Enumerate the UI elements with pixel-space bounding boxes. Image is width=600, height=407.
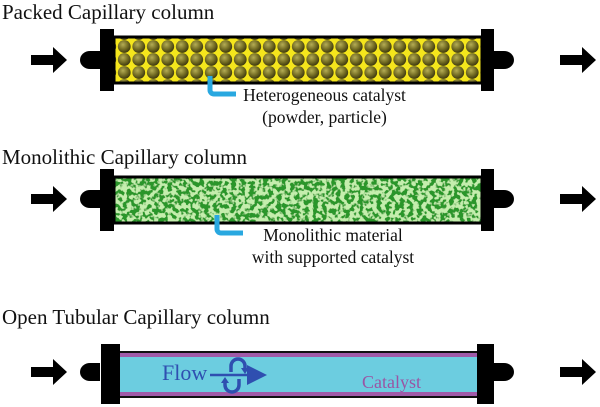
mixing-loop-icon — [229, 357, 247, 372]
open-tubular-column-title: Open Tubular Capillary column — [2, 305, 270, 329]
outlet-arrow-icon — [560, 47, 596, 73]
outlet-arrow-icon — [560, 359, 596, 385]
mixing-loop-icon — [223, 379, 241, 394]
monolith-callout-line2: with supported catalyst — [251, 247, 415, 267]
callout-pointer — [207, 76, 236, 97]
inlet-arrow-icon — [31, 359, 67, 385]
monolith-tube — [114, 177, 482, 223]
inlet-end-cap — [100, 29, 114, 91]
packed-column — [31, 29, 596, 97]
inlet-arrow-icon — [31, 47, 67, 73]
inlet-fitting — [80, 190, 100, 208]
tube-lumen — [120, 357, 477, 392]
outlet-end-cap — [481, 169, 494, 231]
monolithic-column-title: Monolithic Capillary column — [2, 145, 247, 169]
inlet-end-cap — [100, 169, 114, 231]
outlet-fitting — [494, 363, 514, 381]
outlet-fitting — [494, 190, 514, 208]
outlet-fitting — [494, 51, 514, 69]
packed-callout-line2: (powder, particle) — [262, 107, 387, 127]
inlet-fitting — [80, 363, 100, 381]
packed-column-title: Packed Capillary column — [2, 0, 215, 24]
callout-pointer — [214, 215, 243, 236]
packed-callout-label: Heterogeneous catalyst (powder, particle… — [237, 84, 412, 128]
packed-tube — [112, 35, 484, 85]
monolith-callout-line1: Monolithic material — [263, 225, 403, 245]
outlet-end-cap — [481, 29, 494, 91]
open-tubular-column — [31, 344, 596, 404]
inlet-arrow-icon — [31, 186, 67, 212]
outlet-end-cap — [477, 344, 494, 404]
outlet-arrow-icon — [560, 186, 596, 212]
packed-callout-line1: Heterogeneous catalyst — [243, 85, 406, 105]
monolithic-column — [31, 169, 596, 236]
catalyst-label: Catalyst — [362, 372, 421, 392]
flow-label: Flow — [162, 360, 208, 385]
inlet-fitting — [80, 51, 100, 69]
monolith-callout-label: Monolithic material with supported catal… — [244, 224, 422, 268]
inlet-end-cap — [101, 344, 120, 404]
